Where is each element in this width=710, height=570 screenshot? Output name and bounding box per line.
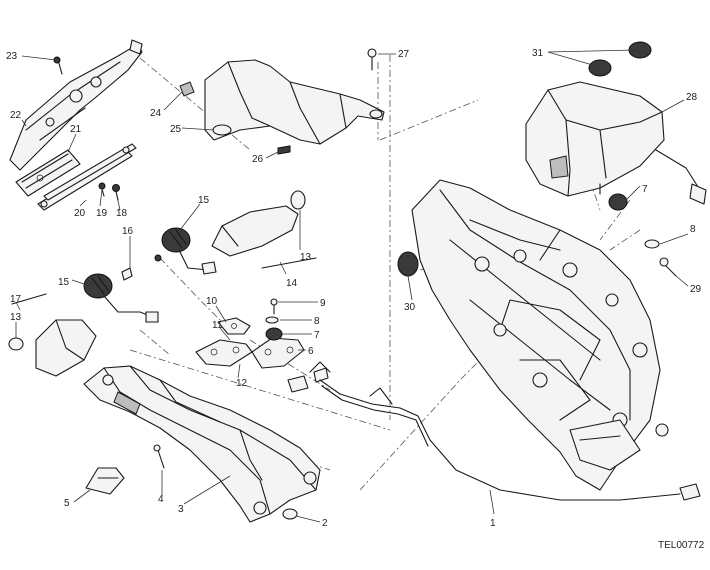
- callout-1: 1: [490, 518, 496, 529]
- bushes-7-8-9: [265, 298, 283, 341]
- callout-13-lower: 13: [10, 312, 22, 323]
- rubber-pad-7b: [608, 193, 628, 211]
- callout-labels: 23 22 21 20 19 18 24 25 26 27 31 28 15 1…: [6, 48, 702, 529]
- callout-23: 23: [6, 51, 18, 62]
- tail-light-28: [525, 81, 707, 205]
- callout-16: 16: [122, 226, 134, 237]
- rubber-pad-30: [397, 251, 419, 277]
- callout-13-upper: 13: [300, 252, 312, 263]
- callout-31: 31: [532, 48, 544, 59]
- screw-29: [659, 257, 677, 277]
- plate-strip-20: [37, 143, 137, 211]
- callout-15-upper: 15: [198, 195, 210, 206]
- turn-signal-lower: [8, 273, 159, 377]
- callout-30: 30: [404, 302, 416, 313]
- callout-4: 4: [158, 494, 164, 505]
- wire-14: [261, 257, 317, 269]
- plate-screw-23: [53, 56, 63, 75]
- callout-28: 28: [686, 92, 698, 103]
- callout-6: 6: [308, 346, 314, 357]
- plate-reflector-21: [15, 149, 81, 197]
- grommet-24: [179, 81, 195, 97]
- callout-22: 22: [10, 110, 22, 121]
- screw-26: [277, 145, 291, 155]
- callout-19: 19: [96, 208, 108, 219]
- leader-lines: [15, 49, 689, 523]
- callout-7-right: 7: [642, 184, 648, 195]
- connector-harness: [287, 367, 329, 393]
- tail-cover-25: [204, 59, 385, 145]
- bracket-6: [251, 337, 305, 369]
- plate-holder-bracket: [9, 39, 143, 171]
- callout-15-lower: 15: [58, 277, 70, 288]
- wiring-harness-1: [309, 361, 701, 501]
- callout-10: 10: [206, 296, 218, 307]
- callout-21: 21: [70, 124, 82, 135]
- bracket-10-11-12: [195, 317, 253, 367]
- callout-2: 2: [322, 518, 328, 529]
- callout-8-right: 8: [690, 224, 696, 235]
- callout-12: 12: [236, 378, 248, 389]
- callout-3: 3: [178, 504, 184, 515]
- callout-27: 27: [398, 49, 410, 60]
- screw-16: [121, 254, 162, 281]
- callout-26: 26: [252, 154, 264, 165]
- rear-subframe: [411, 179, 669, 491]
- screw-27: [367, 48, 377, 71]
- drawing-code: TEL00772: [658, 540, 705, 551]
- washer-8b: [644, 239, 660, 249]
- callout-24: 24: [150, 108, 162, 119]
- plate-holder-3: [83, 365, 321, 523]
- callout-29: 29: [690, 284, 702, 295]
- callout-5: 5: [64, 498, 70, 509]
- callout-25: 25: [170, 124, 182, 135]
- callout-11: 11: [212, 320, 223, 331]
- bush-2: [282, 508, 298, 520]
- callout-7-mid: 7: [314, 330, 320, 341]
- callout-17: 17: [10, 294, 22, 305]
- callout-8-mid: 8: [314, 316, 320, 327]
- callout-20: 20: [74, 208, 86, 219]
- rubber-bushes-31: [588, 41, 652, 77]
- callout-9: 9: [320, 298, 326, 309]
- clip-5: [85, 467, 125, 495]
- callout-18: 18: [116, 208, 128, 219]
- screw-4: [153, 444, 165, 469]
- callout-14: 14: [286, 278, 298, 289]
- turn-signal-upper: [161, 190, 306, 275]
